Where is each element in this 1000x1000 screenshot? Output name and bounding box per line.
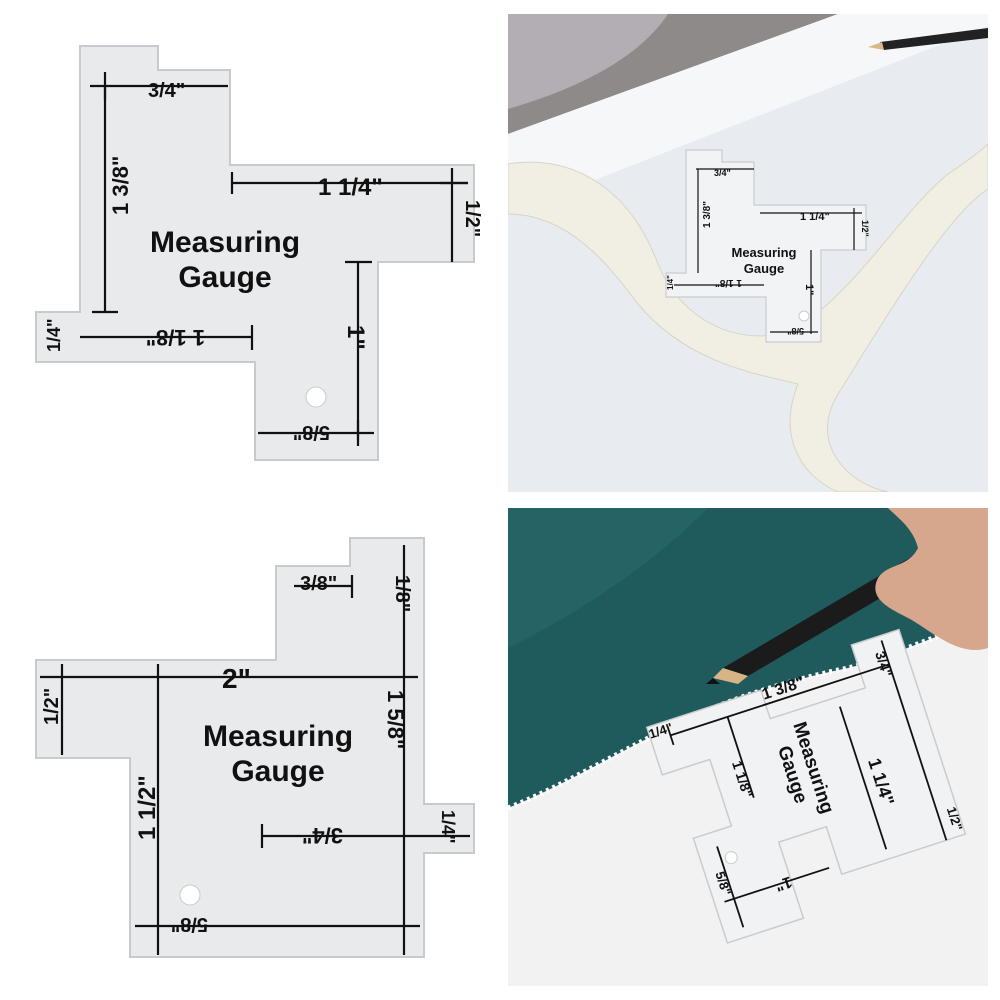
fabric-gauge-one: 1"	[773, 873, 794, 894]
ribbon	[508, 143, 988, 492]
gauge-a-title-line1: Measuring	[150, 226, 300, 259]
ribbon-gauge-title-line1: Measuring	[731, 245, 796, 260]
background-print-highlight	[508, 14, 668, 109]
ribbon-gauge-one: 1"	[803, 284, 815, 295]
gauge-a-hole	[305, 386, 327, 408]
gauge-b-hole	[179, 884, 201, 906]
fabric-highlight	[508, 508, 708, 648]
ribbon-gauge-one-eighth: 1 1/8"	[715, 277, 742, 288]
hand	[875, 508, 988, 651]
fabric-gauge-quarter: 1/4"	[647, 720, 675, 742]
ribbon-photo-panel: 3/4" 1 3/8" 1 1/4" 1/2" 1/4" 1 1/8" 1" 5…	[508, 14, 988, 492]
ribbon-gauge-one-three-eighths: 1 3/8"	[702, 201, 713, 228]
gauge-b-svg: 3/8" 1/8" 2" 1/2" 1 5/8" 1 1/2" 3/4" 1/4…	[35, 537, 475, 958]
gauge-b-lines	[40, 545, 470, 955]
fabric-gauge-half: 1/2"	[944, 805, 966, 833]
ribbon-gauge-three-quarter: 3/4"	[714, 168, 731, 178]
gauge-b-label-quarter: 1/4"	[438, 810, 458, 844]
gauge-b-label-half: 1/2"	[41, 688, 63, 725]
ribbon-gauge-five-eighths: 5/8"	[787, 326, 804, 336]
gauge-a-label-one-three-eighths: 1 3/8"	[108, 156, 133, 215]
gauge-a-label-three-quarter: 3/4"	[148, 80, 185, 102]
gauge-a-label-one-quarter: 1 1/4"	[318, 174, 383, 201]
gauge-b-title-line1: Measuring	[203, 720, 353, 753]
small-gauge: 3/4" 1 3/8" 1 1/4" 1/2" 1/4" 1 1/8" 1" 5…	[665, 149, 870, 343]
gauge-b-label-three-quarter: 3/4"	[302, 823, 343, 848]
pencil	[868, 28, 988, 50]
gauge-a-label-one: 1"	[342, 325, 369, 350]
ribbon-gauge-title-line2: Gauge	[744, 261, 784, 276]
gauge-b-panel: 3/8" 1/8" 2" 1/2" 1 5/8" 1 1/2" 3/4" 1/4…	[0, 500, 500, 1000]
gauge-a-svg: 3/4" 1 3/8" 1 1/4" 1/2" 1/4" 1 1/8" 1" 5…	[35, 45, 483, 461]
fabric-photo-svg: 1/4" 1 3/8" 3/4" 1 1/8" 1 1/4" 5/8" 1" 1…	[508, 508, 988, 986]
gauge-b-label-one-eighth: 1/8"	[391, 575, 413, 612]
gauge-a-body	[35, 45, 475, 461]
fabric-gauge-five-eighths: 5/8"	[712, 870, 734, 898]
ribbon-photo-svg: 3/4" 1 3/8" 1 1/4" 1/2" 1/4" 1 1/8" 1" 5…	[508, 14, 988, 492]
gauge-a-label-quarter: 1/4"	[44, 318, 64, 352]
ribbon-gauge-half: 1/2"	[860, 220, 870, 237]
gauge-b-label-five-eighths: 5/8"	[171, 913, 208, 935]
gauge-b-label-one-half: 1 1/2"	[134, 775, 161, 840]
gauge-a-lines	[80, 72, 468, 446]
gauge-b-label-three-eighths: 3/8"	[300, 573, 337, 595]
paper-sheet	[508, 14, 988, 214]
gauge-a-title-line2: Gauge	[178, 261, 271, 294]
fabric-gauge: 1/4" 1 3/8" 3/4" 1 1/8" 1 1/4" 5/8" 1" 1…	[645, 628, 967, 944]
gauge-b-label-one-five-eighths: 1 5/8"	[383, 690, 408, 749]
gauge-a-label-half: 1/2"	[461, 200, 483, 237]
gauge-a-label-one-eighth: 1 1/8"	[146, 325, 205, 350]
gauge-b-label-two: 2"	[222, 663, 251, 694]
gauge-b-title-line2: Gauge	[231, 755, 324, 788]
gauge-b-body	[35, 537, 475, 958]
ribbon-gauge-one-quarter: 1 1/4"	[800, 211, 830, 223]
gauge-a-panel: 3/4" 1 3/8" 1 1/4" 1/2" 1/4" 1 1/8" 1" 5…	[0, 0, 500, 500]
fabric-photo-panel: 1/4" 1 3/8" 3/4" 1 1/8" 1 1/4" 5/8" 1" 1…	[508, 508, 988, 986]
gauge-a-label-five-eighths: 5/8"	[293, 421, 330, 443]
ribbon-gauge-quarter: 1/4"	[666, 275, 675, 290]
fabric-gauge-three-quarter: 3/4"	[872, 649, 895, 679]
